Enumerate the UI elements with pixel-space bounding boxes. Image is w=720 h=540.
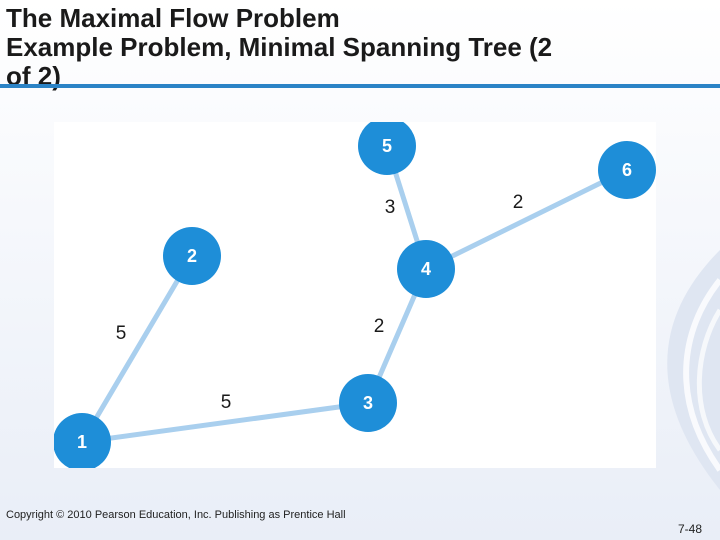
- node-4: 4: [397, 240, 455, 298]
- node-label-1: 1: [77, 432, 87, 452]
- node-label-3: 3: [363, 393, 373, 413]
- edge-weight-3-4: 2: [374, 316, 385, 337]
- node-label-2: 2: [187, 246, 197, 266]
- edge-1-3: [79, 400, 371, 445]
- edge-4-6: [423, 167, 630, 272]
- title-underline-rule: [0, 84, 720, 88]
- edge-weights-group: 5 5 2 3 2: [116, 192, 524, 413]
- node-label-4: 4: [421, 259, 431, 279]
- edge-weight-1-2: 5: [116, 323, 127, 344]
- copyright-notice: Copyright © 2010 Pearson Education, Inc.…: [6, 509, 346, 521]
- node-5: 5: [358, 122, 416, 175]
- node-label-6: 6: [622, 160, 632, 180]
- edge-weight-5-4: 3: [385, 197, 396, 218]
- node-circle-2: [163, 227, 221, 285]
- edge-1-2: [79, 253, 195, 445]
- edge-weight-1-3: 5: [221, 392, 232, 413]
- spanning-tree-network: 5 5 2 3 2 1 2 3 4 5 6: [54, 122, 656, 468]
- nodes-group: 1 2 3 4 5 6: [54, 122, 656, 468]
- node-circle-6: [598, 141, 656, 199]
- node-6: 6: [598, 141, 656, 199]
- slide-title: The Maximal Flow Problem Example Problem…: [6, 4, 706, 91]
- slide-title-line-1: The Maximal Flow Problem: [6, 3, 340, 33]
- slide-title-line-2: Example Problem, Minimal Spanning Tree (…: [6, 32, 553, 62]
- page-number: 7-48: [677, 522, 702, 536]
- node-circle-1: [54, 413, 111, 468]
- node-circle-4: [397, 240, 455, 298]
- spanning-tree-diagram-panel: 5 5 2 3 2 1 2 3 4 5 6: [54, 122, 656, 468]
- node-circle-3: [339, 374, 397, 432]
- node-3: 3: [339, 374, 397, 432]
- node-2: 2: [163, 227, 221, 285]
- background-swoosh-decoration: [667, 250, 720, 490]
- node-1: 1: [54, 413, 111, 468]
- node-circle-5: [358, 122, 416, 175]
- edge-weight-4-6: 2: [513, 192, 524, 213]
- node-label-5: 5: [382, 136, 392, 156]
